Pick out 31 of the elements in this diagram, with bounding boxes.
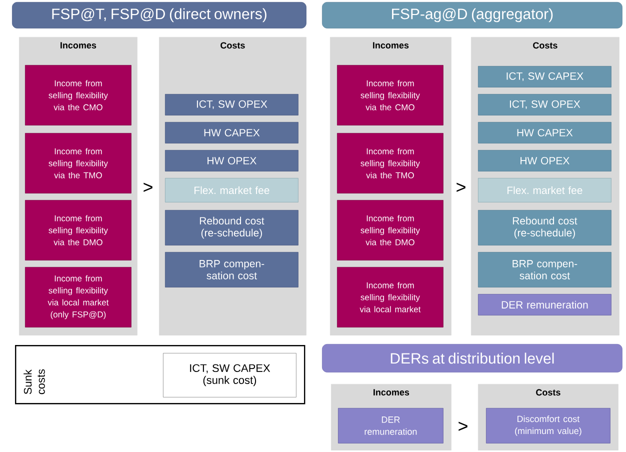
- income-box: Discomfort cost (minimum value): [486, 408, 610, 444]
- comparison-sign: >: [144, 182, 152, 192]
- cost-box: HW CAPEX: [478, 122, 612, 144]
- income-box: Income from selling flexibility via local market (only FSP@D): [25, 267, 132, 328]
- cost-box: Rebound cost (re-schedule): [478, 210, 612, 246]
- cost-box: ICT, SW OPEX: [478, 94, 612, 116]
- income-box: Income from selling flexibility via the DMO: [337, 200, 444, 260]
- cost-box: Flex. market fee: [165, 178, 298, 202]
- cost-box: ICT, SW OPEX: [165, 94, 298, 116]
- income-box: Income from selling flexibility via the CMO: [337, 65, 444, 126]
- comparison-sign: >: [456, 182, 466, 192]
- income-box: Income from selling flexibility via the TMO: [25, 133, 132, 194]
- comparison-sign: >: [458, 422, 468, 431]
- cost-box: HW OPEX: [478, 150, 612, 172]
- cost-box: BRP compen- sation cost: [478, 252, 612, 288]
- title-band: FSP@T, FSP@D (direct owners): [12, 2, 306, 28]
- cost-box: ICT, SW CAPEX: [478, 66, 612, 88]
- income-box: Income from selling flexibility via the CMO: [25, 65, 132, 126]
- cost-box: HW CAPEX: [165, 122, 298, 144]
- title-band: DERs at distribution level: [322, 344, 622, 372]
- cost-box: DER remuneration: [478, 294, 612, 316]
- cost-box: Rebound cost (re-schedule): [165, 210, 298, 246]
- income-box: Income from selling flexibility via the TMO: [337, 133, 444, 194]
- cost-box: HW OPEX: [165, 150, 298, 172]
- income-box: Income from selling flexibility via the DMO: [25, 200, 132, 260]
- income-box: Income from selling flexibility via local market: [337, 267, 444, 328]
- cost-box: ICT, SW CAPEX (sunk cost): [163, 353, 296, 398]
- title-band: FSP-ag@D (aggregator): [322, 2, 622, 28]
- cost-box: Flex. market fee: [478, 178, 612, 202]
- income-box: DER remuneration: [338, 408, 444, 444]
- cost-box: BRP compen- sation cost: [165, 252, 298, 288]
